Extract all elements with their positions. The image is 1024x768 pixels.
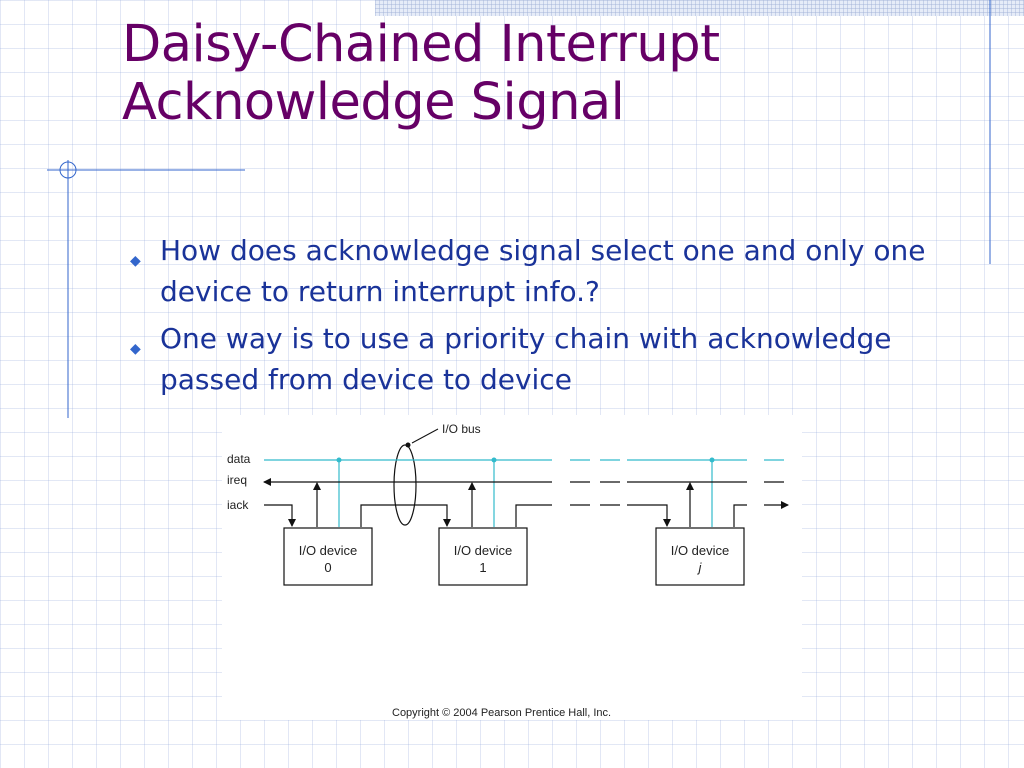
slide-title: Daisy-Chained Interrupt Acknowledge Sign… bbox=[122, 16, 942, 132]
io-bus-pointer bbox=[411, 428, 439, 444]
ireq-line-label: ireq bbox=[227, 473, 247, 487]
device-0-name: I/O device bbox=[299, 543, 358, 558]
device-j-name: I/O device bbox=[671, 543, 730, 558]
io-device-0: I/O device 0 bbox=[283, 527, 373, 586]
bullet-item: ◆ One way is to use a priority chain wit… bbox=[130, 318, 960, 400]
bullet-text: How does acknowledge signal select one a… bbox=[160, 234, 926, 308]
io-bus-label: I/O bus bbox=[442, 422, 481, 436]
daisy-chain-diagram: I/O bus data ireq iack bbox=[222, 415, 802, 720]
io-device-j: I/O device j bbox=[655, 527, 745, 586]
title-line-1: Daisy-Chained Interrupt bbox=[122, 15, 720, 74]
data-line-label: data bbox=[227, 452, 251, 466]
data-tap-dots bbox=[336, 457, 715, 463]
io-bus-pointer-dot bbox=[405, 442, 411, 448]
bullet-item: ◆ How does acknowledge signal select one… bbox=[130, 230, 960, 312]
io-device-1: I/O device 1 bbox=[438, 527, 528, 586]
iack-chain bbox=[264, 501, 789, 527]
diamond-bullet-icon: ◆ bbox=[130, 253, 141, 269]
ireq-taps bbox=[313, 482, 694, 527]
device-j-index: j bbox=[697, 560, 703, 575]
io-bus-ellipse bbox=[393, 444, 417, 526]
bullet-list: ◆ How does acknowledge signal select one… bbox=[130, 230, 960, 406]
data-taps bbox=[338, 460, 713, 527]
bullet-text: One way is to use a priority chain with … bbox=[160, 322, 892, 396]
iack-line-label: iack bbox=[227, 498, 249, 512]
device-1-index: 1 bbox=[479, 560, 486, 575]
device-1-name: I/O device bbox=[454, 543, 513, 558]
device-0-index: 0 bbox=[324, 560, 331, 575]
title-line-2: Acknowledge Signal bbox=[122, 73, 625, 132]
diamond-bullet-icon: ◆ bbox=[130, 341, 141, 357]
top-decor-band bbox=[375, 0, 1024, 16]
copyright-notice: Copyright © 2004 Pearson Prentice Hall, … bbox=[392, 707, 612, 719]
